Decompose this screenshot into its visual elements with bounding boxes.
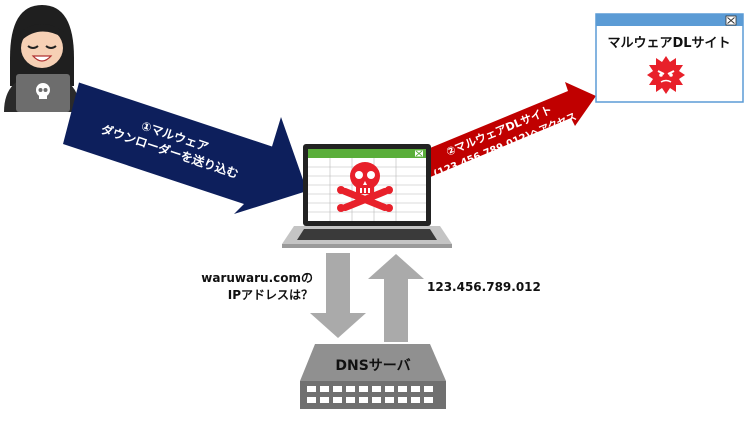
malware-site-titlebar (596, 14, 743, 26)
malware-virus-icon (647, 56, 685, 94)
dns-server: DNSサーバ (300, 344, 446, 409)
malware-site-window: ⊠ マルウェアDLサイト (595, 13, 744, 103)
arrow-dns-query (310, 253, 366, 338)
spreadsheet-titlebar (308, 149, 426, 158)
dns-query-line1: waruwaru.comの (201, 271, 313, 285)
hacker-figure (4, 5, 80, 112)
victim-laptop (282, 144, 452, 248)
dns-query-line2: IPアドレスは？ (228, 288, 313, 302)
dns-server-ports (307, 386, 433, 403)
malware-site-title: マルウェアDLサイト (607, 36, 730, 51)
dns-answer-ip: 123.456.789.012 (427, 280, 541, 294)
dns-server-label: DNSサーバ (335, 358, 410, 374)
arrow-malware-downloader: ①マルウェア ダウンローダーを送り込む (63, 82, 307, 214)
arrow-dns-answer (368, 254, 424, 342)
arrow-access-malware-site: ②マルウェアDLサイト (123.456.789.012)へアクセス (428, 82, 596, 180)
laptop-keyboard (297, 229, 437, 240)
skull-crossbones-icon (337, 162, 393, 212)
